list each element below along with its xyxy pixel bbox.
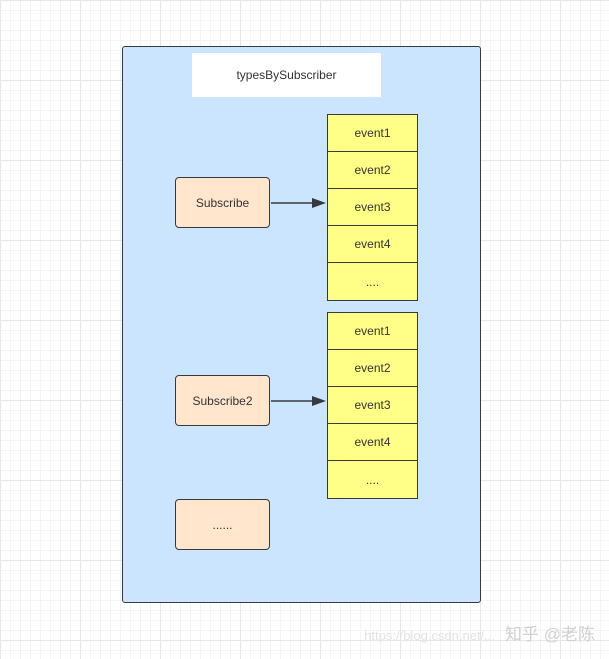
- watermark: https://blog.csdn.net/... 知乎 @老陈: [364, 620, 595, 645]
- watermark-url: https://blog.csdn.net/...: [364, 628, 496, 643]
- subscriber-label: ......: [212, 517, 233, 532]
- event-cell: event2: [328, 152, 417, 189]
- event-cell: event3: [328, 189, 417, 226]
- event-cell: event2: [328, 350, 417, 387]
- subscriber-label: Subscribe: [195, 195, 250, 210]
- arrow-subscribe-to-events: [271, 198, 326, 208]
- subscriber-node-2: Subscribe2: [175, 375, 270, 426]
- map-title: typesBySubscriber: [192, 53, 381, 97]
- event-cell: ....: [365, 274, 380, 289]
- event-list-2: event1 event2 event3 event4 ....: [327, 312, 418, 499]
- arrow-subscribe2-to-events: [271, 396, 326, 406]
- watermark-brand: 知乎 @老陈: [505, 625, 595, 644]
- event-cell: event4: [328, 424, 417, 461]
- subscriber-node-more: ......: [175, 499, 270, 550]
- event-cell: ....: [365, 472, 380, 487]
- event-cell: event1: [328, 313, 417, 350]
- event-cell: event3: [328, 387, 417, 424]
- subscriber-node-1: Subscribe: [175, 177, 270, 228]
- subscriber-label: Subscribe2: [192, 393, 253, 408]
- event-list-1: event1 event2 event3 event4 ....: [327, 114, 418, 301]
- map-title-label: typesBySubscriber: [236, 68, 337, 82]
- event-cell: event4: [328, 226, 417, 263]
- event-cell: event1: [328, 115, 417, 152]
